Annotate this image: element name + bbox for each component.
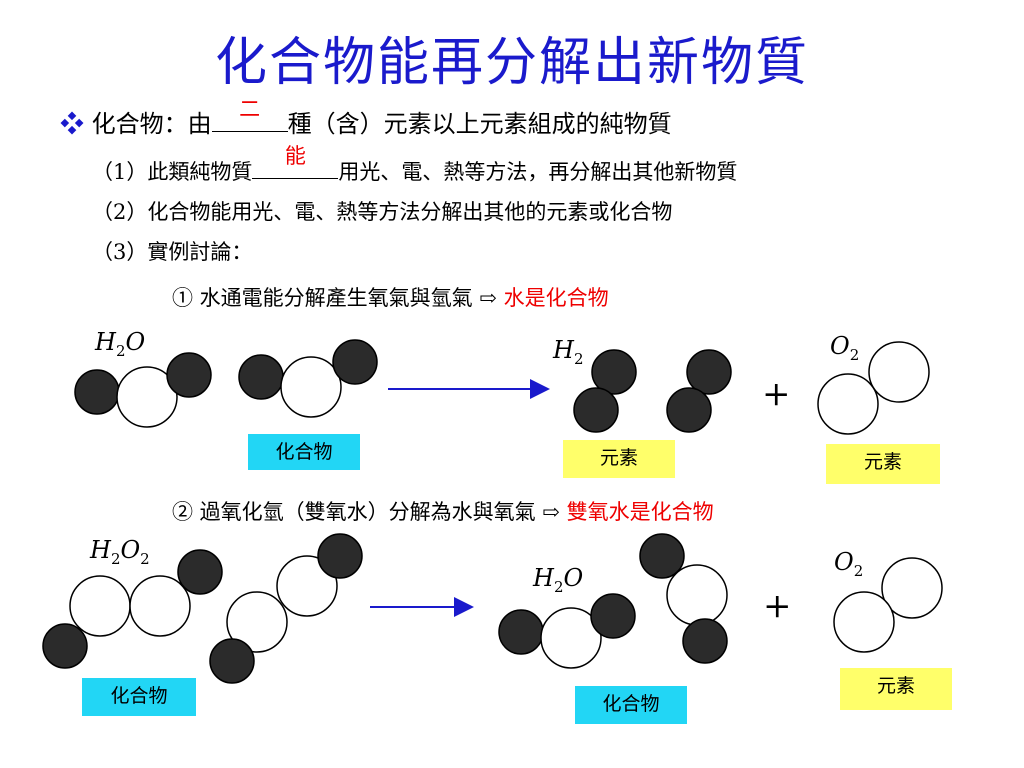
formula-text: H: [533, 564, 554, 592]
formula-text: O: [563, 564, 584, 592]
formula-text: O: [120, 536, 141, 564]
label-element-2: 元素: [826, 444, 940, 484]
oxygen-atom: [833, 591, 895, 653]
oxygen-atom: [817, 373, 879, 435]
hydrogen-atom: [666, 387, 712, 433]
label-element-1: 元素: [563, 440, 675, 478]
formula-sub: 2: [553, 577, 564, 596]
page-title: 化合物能再分解出新物質: [214, 33, 809, 93]
formula-text: H: [90, 536, 111, 564]
hydrogen-atom: [498, 609, 544, 655]
formula-o2-product: O2: [830, 332, 859, 364]
hydrogen-atom: [317, 533, 363, 579]
plus-sign-2: +: [763, 586, 792, 626]
item-2: （2）化合物能用光、電、熱等方法分解出其他的元素或化合物: [92, 200, 673, 224]
definition-prefix: 化合物：由: [91, 110, 212, 138]
oxygen-atom: [881, 557, 943, 619]
oxygen-atom: [540, 607, 602, 669]
item-1-blank: 能: [252, 144, 339, 179]
example-1-text: ① 水通電能分解產生氧氣與氫氣 ⇨: [172, 286, 504, 310]
item-3: （3）實例討論：: [92, 240, 253, 264]
hydrogen-atom: [74, 369, 120, 415]
formula-text: O: [830, 332, 850, 360]
formula-text: O: [834, 548, 854, 576]
formula-sub: 2: [853, 561, 864, 580]
formula-h2o2-reactant: H2O2: [90, 536, 150, 568]
oxygen-atom: [666, 564, 728, 626]
formula-sub: 2: [849, 345, 860, 364]
hydrogen-atom: [573, 387, 619, 433]
hydrogen-atom: [177, 549, 223, 595]
hydrogen-atom: [686, 349, 732, 395]
formula-h2o-reactant: H2O: [95, 328, 145, 360]
label-element-3: 元素: [840, 668, 952, 710]
oxygen-atom: [276, 555, 338, 617]
hydrogen-atom: [591, 349, 637, 395]
definition-blank: 二: [211, 97, 288, 132]
formula-text: H: [553, 336, 574, 364]
formula-text: O: [125, 328, 146, 356]
formula-sub: 2: [140, 549, 150, 568]
hydrogen-atom: [209, 638, 255, 684]
hydrogen-atom: [332, 339, 378, 385]
definition-suffix: 種（含）元素以上元素組成的純物質: [287, 110, 672, 138]
oxygen-atom: [868, 341, 930, 403]
label-compound-3: 化合物: [575, 686, 687, 724]
definition-line: ❖ 化合物：由 二種（含）元素以上元素組成的純物質: [60, 97, 672, 139]
label-compound-2: 化合物: [82, 678, 196, 716]
item-1: （1）此類純物質 能用光、電、熱等方法，再分解出其他新物質: [92, 144, 738, 186]
formula-h2o-product: H2O: [533, 564, 583, 596]
definition-answer: 二: [239, 97, 261, 121]
hydrogen-atom: [42, 623, 88, 669]
oxygen-atom: [129, 575, 191, 637]
example-1-conclusion: 水是化合物: [503, 286, 609, 310]
hydrogen-atom: [166, 352, 212, 398]
formula-sub: 2: [110, 549, 121, 568]
hydrogen-atom: [590, 593, 636, 639]
item-1-prefix: （1）此類純物質: [92, 160, 253, 184]
hydrogen-atom: [639, 533, 685, 579]
formula-sub: 2: [573, 349, 584, 368]
oxygen-atom: [280, 356, 342, 418]
formula-sub: 2: [115, 341, 126, 360]
example-2-conclusion: 雙氧水是化合物: [566, 500, 714, 524]
oxygen-atom: [116, 366, 178, 428]
item-1-suffix: 用光、電、熱等方法，再分解出其他新物質: [338, 160, 738, 184]
hydrogen-atom: [238, 354, 284, 400]
hydrogen-atom: [682, 618, 728, 664]
example-2-text: ② 過氧化氫（雙氧水）分解為水與氧氣 ⇨: [172, 500, 567, 524]
example-2: ② 過氧化氫（雙氧水）分解為水與氧氣 ⇨ 雙氧水是化合物: [172, 496, 714, 526]
formula-h2-product: H2: [553, 336, 583, 368]
formula-text: H: [95, 328, 116, 356]
diamond-bullet-icon: ❖: [60, 110, 84, 138]
formula-o2-product-2: O2: [834, 548, 863, 580]
example-1: ① 水通電能分解產生氧氣與氫氣 ⇨ 水是化合物: [172, 282, 609, 312]
oxygen-atom: [69, 575, 131, 637]
oxygen-atom: [226, 591, 288, 653]
label-compound-1: 化合物: [248, 434, 360, 470]
item-1-answer: 能: [284, 144, 306, 168]
plus-sign-1: +: [762, 374, 791, 414]
